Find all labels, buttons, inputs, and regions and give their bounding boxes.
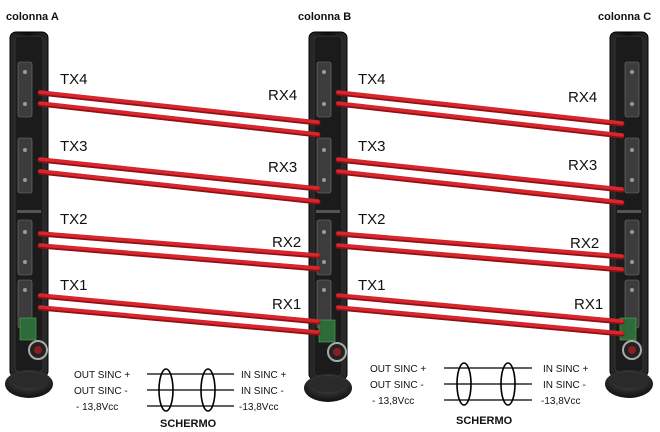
beam <box>336 293 624 323</box>
rx1-label-c: RX1 <box>574 296 603 313</box>
tx4-label-b: TX4 <box>358 71 386 88</box>
tx2-label-a: TX2 <box>60 211 88 228</box>
beam <box>38 305 320 334</box>
column-b-label: colonna B <box>298 11 351 23</box>
beam <box>336 169 624 204</box>
wiring-right: OUT SINC + OUT SINC - - 13,8Vcc SCHERMO … <box>370 362 588 427</box>
tx3-label-a: TX3 <box>60 138 88 155</box>
tx1-label-b: TX1 <box>358 277 386 294</box>
rx2-label-b: RX2 <box>272 234 301 251</box>
beam <box>336 243 624 271</box>
wiring-left: OUT SINC + OUT SINC - - 13,8Vcc SCHERMO … <box>74 368 286 430</box>
beam <box>336 90 624 125</box>
in-sinc-plus-label: IN SINC + <box>543 364 588 375</box>
tx2-label-b: TX2 <box>358 211 386 228</box>
power-label: - 13,8Vcc <box>372 396 414 407</box>
tx4-label-a: TX4 <box>60 71 88 88</box>
column-c <box>605 31 653 398</box>
in-sinc-minus-label: IN SINC - <box>543 380 586 391</box>
shield-label: SCHERMO <box>160 418 217 430</box>
beam <box>38 293 320 323</box>
shielded-cable <box>444 362 532 406</box>
beam <box>336 101 624 137</box>
rx2-label-c: RX2 <box>570 235 599 252</box>
column-c-label: colonna C <box>598 11 651 23</box>
rx1-label-b: RX1 <box>272 296 301 313</box>
in-sinc-plus-label: IN SINC + <box>241 370 286 381</box>
tx1-label-a: TX1 <box>60 277 88 294</box>
rx3-label-c: RX3 <box>568 157 597 174</box>
beam <box>38 169 320 203</box>
power-label: - 13,8Vcc <box>76 402 118 413</box>
beam <box>38 90 320 124</box>
beam <box>336 231 624 258</box>
column-a <box>5 31 53 398</box>
power-in-label: -13,8Vcc <box>541 396 580 407</box>
in-sinc-minus-label: IN SINC - <box>241 386 284 397</box>
beams-b-to-c <box>335 90 625 337</box>
beam <box>38 231 320 257</box>
rx3-label-b: RX3 <box>268 159 297 176</box>
out-sinc-plus-label: OUT SINC + <box>370 364 426 375</box>
column-b <box>304 31 352 402</box>
beams-a-to-b <box>37 90 321 336</box>
beam <box>38 157 320 190</box>
out-sinc-minus-label: OUT SINC - <box>370 380 424 391</box>
power-in-label: -13,8Vcc <box>239 402 278 413</box>
tx3-label-b: TX3 <box>358 138 386 155</box>
beam <box>38 101 320 136</box>
column-a-label: colonna A <box>6 11 59 23</box>
shield-label: SCHERMO <box>456 415 513 427</box>
shielded-cable <box>147 368 234 412</box>
beam <box>336 305 624 335</box>
beam <box>336 157 624 191</box>
rx4-label-c: RX4 <box>568 89 597 106</box>
out-sinc-plus-label: OUT SINC + <box>74 370 130 381</box>
rx4-label-b: RX4 <box>268 87 297 104</box>
out-sinc-minus-label: OUT SINC - <box>74 386 128 397</box>
beam <box>38 243 320 270</box>
